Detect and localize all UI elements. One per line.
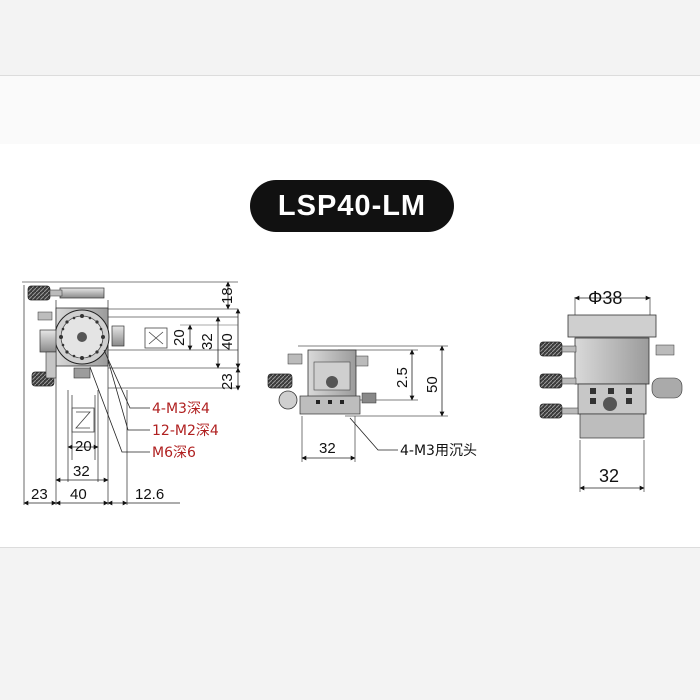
side-view: 50 2.5 32 4-M3用沉头 [267,345,477,462]
side-dim-2-5: 2.5 [394,367,411,388]
note-m6: M6深6 [152,445,196,461]
side-dim-32: 32 [319,440,336,457]
end-dim-32: 32 [599,466,619,486]
front-dim-20: 20 [75,438,92,455]
note-12-m2: 12-M2深4 [152,423,219,439]
end-view: Φ38 32 [539,288,683,492]
front-dim-32: 32 [199,333,216,350]
front-dim-40-horizontal: 40 [70,486,87,503]
front-dim-12-6: 12.6 [135,486,164,503]
end-dim-diameter-38: Φ38 [588,288,622,308]
front-dim-20-vertical: 20 [171,329,188,346]
front-dim-18: 18 [219,287,236,304]
front-dim-23: 23 [31,486,48,503]
front-view: 18 40 32 20 23 20 32 40 23 12.6 4-M3深4 1… [22,281,241,506]
front-dim-23-vertical: 23 [219,373,236,390]
divider-line [0,75,700,76]
side-dim-50: 50 [424,376,441,393]
front-dim-32-horizontal: 32 [73,463,90,480]
front-dim-40: 40 [219,333,236,350]
header-background-band [0,76,700,144]
note-4-m3: 4-M3深4 [152,401,210,417]
bottom-background-band [0,548,700,700]
top-background-band [0,0,700,75]
product-title-badge: LSP40-LM [250,180,454,232]
divider-line [0,547,700,548]
note-4-m3-countersunk: 4-M3用沉头 [400,443,477,459]
